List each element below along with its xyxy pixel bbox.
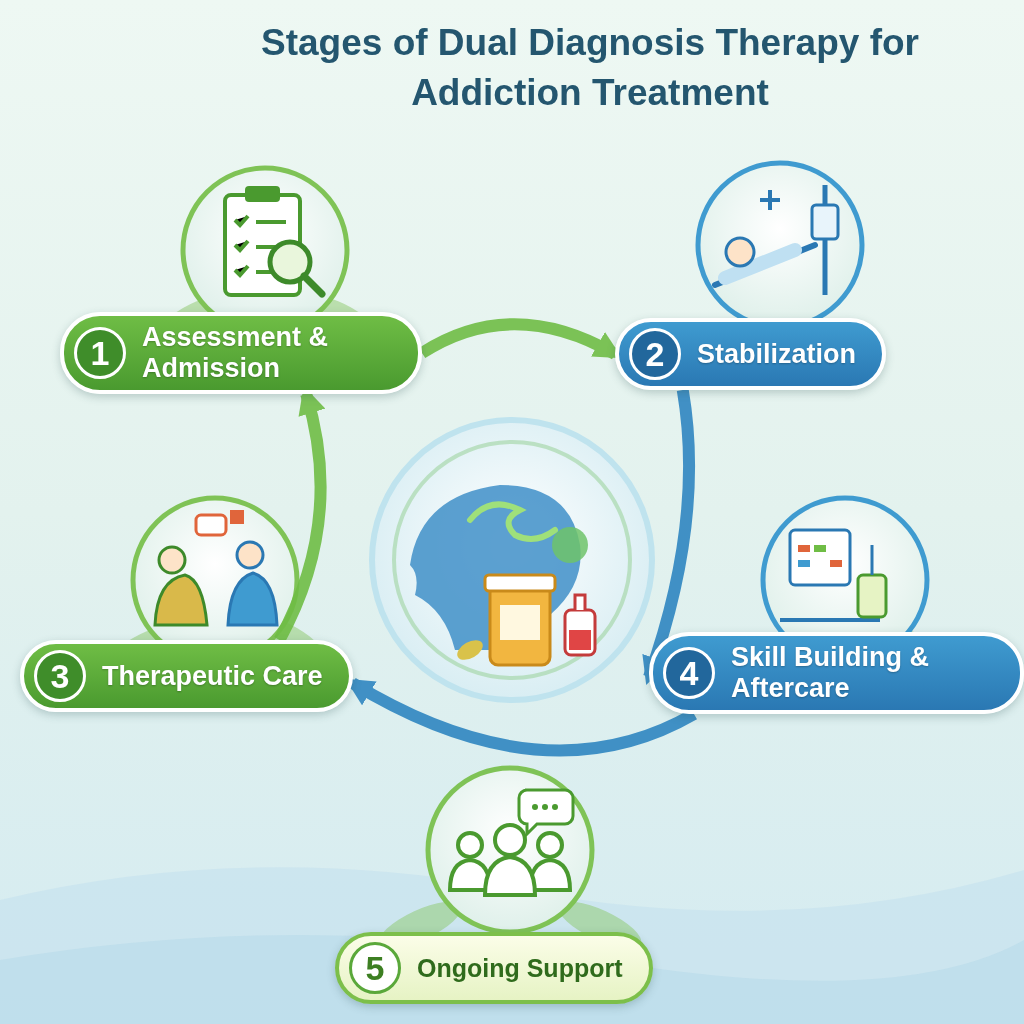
stage-label: Stabilization	[697, 339, 856, 370]
step-number: 4	[663, 647, 715, 699]
stage-label: Assessment & Admission	[142, 322, 392, 384]
step-number: 1	[74, 327, 126, 379]
step-number: 3	[34, 650, 86, 702]
clipboard-icon	[183, 168, 347, 332]
stage-pill: 3 Therapeutic Care	[20, 640, 353, 712]
therapy-icon	[133, 498, 297, 662]
stage-pill: 2 Stabilization	[615, 318, 886, 390]
cycle-arrow	[422, 324, 615, 354]
stage-pill: 4 Skill Building & Aftercare	[649, 632, 1024, 714]
center-illustration	[372, 420, 652, 700]
cycle-arrow	[353, 683, 694, 750]
stage-pill: 5 Ongoing Support	[335, 932, 653, 1004]
step-number: 2	[629, 328, 681, 380]
diagram-title: Stages of Dual Diagnosis Therapy for Add…	[250, 18, 930, 118]
stage-label: Ongoing Support	[417, 953, 623, 984]
stabilization-icon	[698, 163, 862, 327]
stage-pill: 1 Assessment & Admission	[60, 312, 422, 394]
step-number: 5	[349, 942, 401, 994]
stage-label: Skill Building & Aftercare	[731, 642, 994, 704]
support-group-icon	[428, 768, 592, 932]
cycle-arrow	[279, 394, 320, 640]
stage-label: Therapeutic Care	[102, 661, 323, 692]
